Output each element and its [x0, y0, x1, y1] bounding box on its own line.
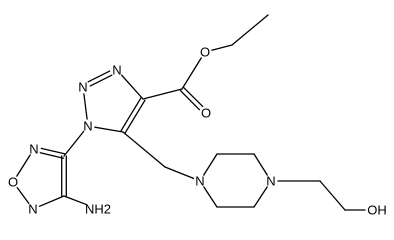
- bond-nf1-cf1-second-line: [40, 147, 66, 155]
- bond-cp2-npipb: [253, 153, 268, 176]
- bond-c5-ch2link: [122, 131, 166, 168]
- bond-c4-cester: [142, 88, 183, 100]
- atom-label-n2: N: [78, 80, 87, 95]
- bond-c4-c5: [120, 97, 142, 132]
- bond-of-nf1: [16, 154, 31, 177]
- atom-label-ocarbonyl: O: [201, 106, 211, 121]
- bond-ce1-ce2: [319, 180, 346, 211]
- atom-label-oester: O: [200, 45, 210, 60]
- bond-layer: [16, 14, 366, 211]
- bond-cester-oester: [181, 57, 202, 90]
- atom-label-nh2: NH2: [85, 202, 111, 217]
- bond-n2-n3-second-line: [87, 70, 111, 83]
- atom-label-of: O: [8, 175, 18, 190]
- atom-label-n3: N: [112, 63, 121, 78]
- bond-n2-n3: [89, 74, 113, 87]
- bond-n1-n2: [83, 93, 88, 120]
- bond-ch2a-ch3: [231, 14, 269, 46]
- bond-c5-n1: [94, 126, 124, 133]
- bond-npipb-cp3: [253, 186, 268, 208]
- bond-c4-c5-second-line: [124, 99, 146, 134]
- bond-cf2-nf2: [38, 195, 65, 207]
- bond-ch2link-npipa: [164, 166, 195, 180]
- atom-label-n1: N: [83, 119, 92, 134]
- bond-npipa-cp1: [203, 153, 218, 176]
- atom-label-npipa: N: [195, 174, 204, 189]
- atom-label-oh: OH: [367, 203, 387, 218]
- bond-cester-ocarbonyl-second-line: [182, 86, 204, 108]
- bond-cester-ocarbonyl: [179, 89, 201, 111]
- bond-cp4-npipa: [203, 186, 218, 208]
- atom-label-npipb: N: [266, 174, 275, 189]
- bond-n3-c4: [121, 74, 144, 100]
- atom-label-nf2: N: [28, 202, 37, 217]
- bond-cf2-nh2: [63, 195, 88, 206]
- bond-nf2-of: [16, 186, 30, 205]
- bond-oester-ch2a: [211, 44, 233, 51]
- bond-nf1-cf1: [39, 152, 65, 159]
- bond-n1-cf1: [63, 130, 85, 157]
- atom-label-nf1: N: [29, 142, 38, 157]
